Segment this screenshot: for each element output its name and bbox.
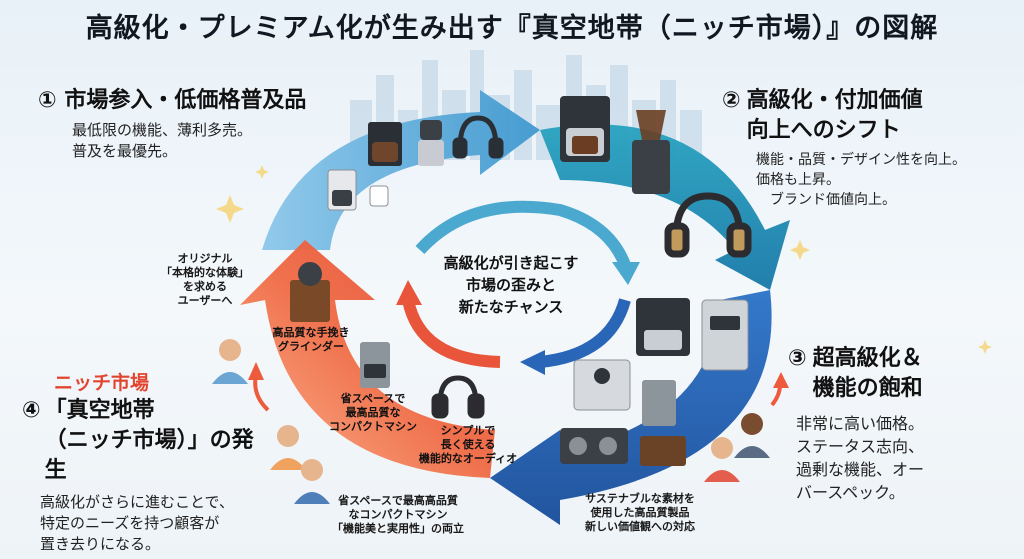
stage2-headphones-icon — [664, 192, 752, 258]
stage3-block: ③ 超高級化＆ 機能の飽和 非常に高い価格。 ステータス志向、 過剰な機能、オー… — [788, 344, 1018, 504]
stage4-heading: 「真空地帯 （ニッチ市場）」の発生 — [44, 398, 254, 483]
person-icon-user-1 — [212, 339, 248, 384]
niche-hand-grinder-icon — [290, 262, 330, 322]
stage1-heading: 市場参入・低価格普及品 — [64, 88, 307, 113]
person-icon-user-5 — [704, 437, 740, 482]
stage3-arc — [490, 290, 772, 525]
stage3-heading: 超高級化＆ 機能の飽和 — [812, 346, 923, 401]
sparkles — [216, 165, 992, 354]
page-title: 高級化・プレミアム化が生み出す『真空地帯（ニッチ市場）』の図解 — [85, 13, 939, 44]
stage3-chrome-espresso-icon — [573, 359, 631, 411]
stage2-arc — [540, 124, 790, 290]
stage4-block: ④ 「真空地帯 （ニッチ市場）」の発生 高級化がさらに進むことで、 特定のニーズ… — [22, 396, 272, 555]
annotation-original-user: オリジナル 「本格的な体験」 を求める ユーザーへ — [161, 252, 249, 307]
stage1-block: ① 市場参入・低価格普及品 最低限の機能、薄利多売。 普及を最優先。 — [38, 86, 306, 162]
person-icon-user-4 — [734, 413, 770, 458]
stage1-headphones-icon — [452, 115, 504, 159]
annotation-compact-machine: 省スペースで 最高品質な コンパクトマシン — [329, 392, 417, 433]
stage3-automatic-machine-icon — [701, 299, 749, 371]
niche-compact-machine-icon — [360, 342, 390, 388]
stage4-number: ④ — [22, 398, 41, 423]
stage3-number: ③ — [788, 346, 807, 371]
stage3-speaker-icon — [640, 436, 686, 466]
stage2-number: ② — [722, 88, 741, 113]
stage2-desc: 機能・品質・デザイン性を向上。 価格も上昇。 ブランド価値向上。 — [756, 152, 966, 208]
annotation-bottom-right: サステナブルな素材を 使用した高品質製品 新しい価値観への対応 — [585, 492, 695, 533]
niche-headphones-icon — [431, 375, 485, 419]
inner-arrow-right — [539, 298, 631, 368]
inner-arrow-top-head — [612, 262, 640, 285]
stage1-basic-coffee-maker-icon — [327, 169, 357, 211]
stage4-desc: 高級化がさらに進むことで、 特定のニーズを持つ顧客が 置き去りになる。 — [40, 493, 234, 553]
stage2-block: ② 高級化・付加価値 向上へのシフト 機能・品質・デザイン性を向上。 価格も上昇… — [722, 86, 1012, 210]
stage3-desc: 非常に高い価格。 ステータス志向、 過剰な機能、オー バースペック。 — [796, 414, 925, 502]
stage2-grinder-icon — [632, 110, 670, 194]
stage3-espresso-machine-icon — [636, 298, 690, 356]
stage1-grinder-icon — [418, 120, 444, 166]
person-icon-user-3 — [294, 459, 330, 504]
niche-label: ニッチ市場 — [54, 372, 150, 394]
annotation-grinder: 高品質な手挽き グラインダー — [272, 326, 350, 353]
stage2-heading: 高級化・付加価値 向上へのシフト — [746, 88, 923, 143]
inner-arrow-left — [402, 298, 501, 368]
inner-arrow-top — [415, 200, 631, 268]
annotation-bottom-left: 省スペースで最高高品質 なコンパクトマシン 「機能美と実用性」の両立 — [332, 494, 464, 535]
stage1-number: ① — [38, 88, 57, 113]
person-icon-user-2 — [270, 425, 306, 470]
annotation-audio: シンプルで 長く使える 機能的なオーディオ — [418, 424, 518, 465]
stage3-compact-machine-icon — [642, 380, 676, 426]
center-message: 高級化が引き起こす 市場の歪みと 新たなチャンス — [443, 254, 579, 316]
inner-arrow-right-head — [520, 350, 545, 375]
stage1-mug-icon — [369, 185, 389, 207]
inner-arrow-left-head — [396, 280, 422, 305]
stage1-coffee-maker-icon — [368, 122, 402, 166]
stage1-desc: 最低限の機能、薄利多売。 普及を最優先。 — [72, 121, 253, 160]
stage3-radio-icon — [560, 428, 628, 464]
stage2-coffee-machine-icon — [560, 96, 610, 162]
